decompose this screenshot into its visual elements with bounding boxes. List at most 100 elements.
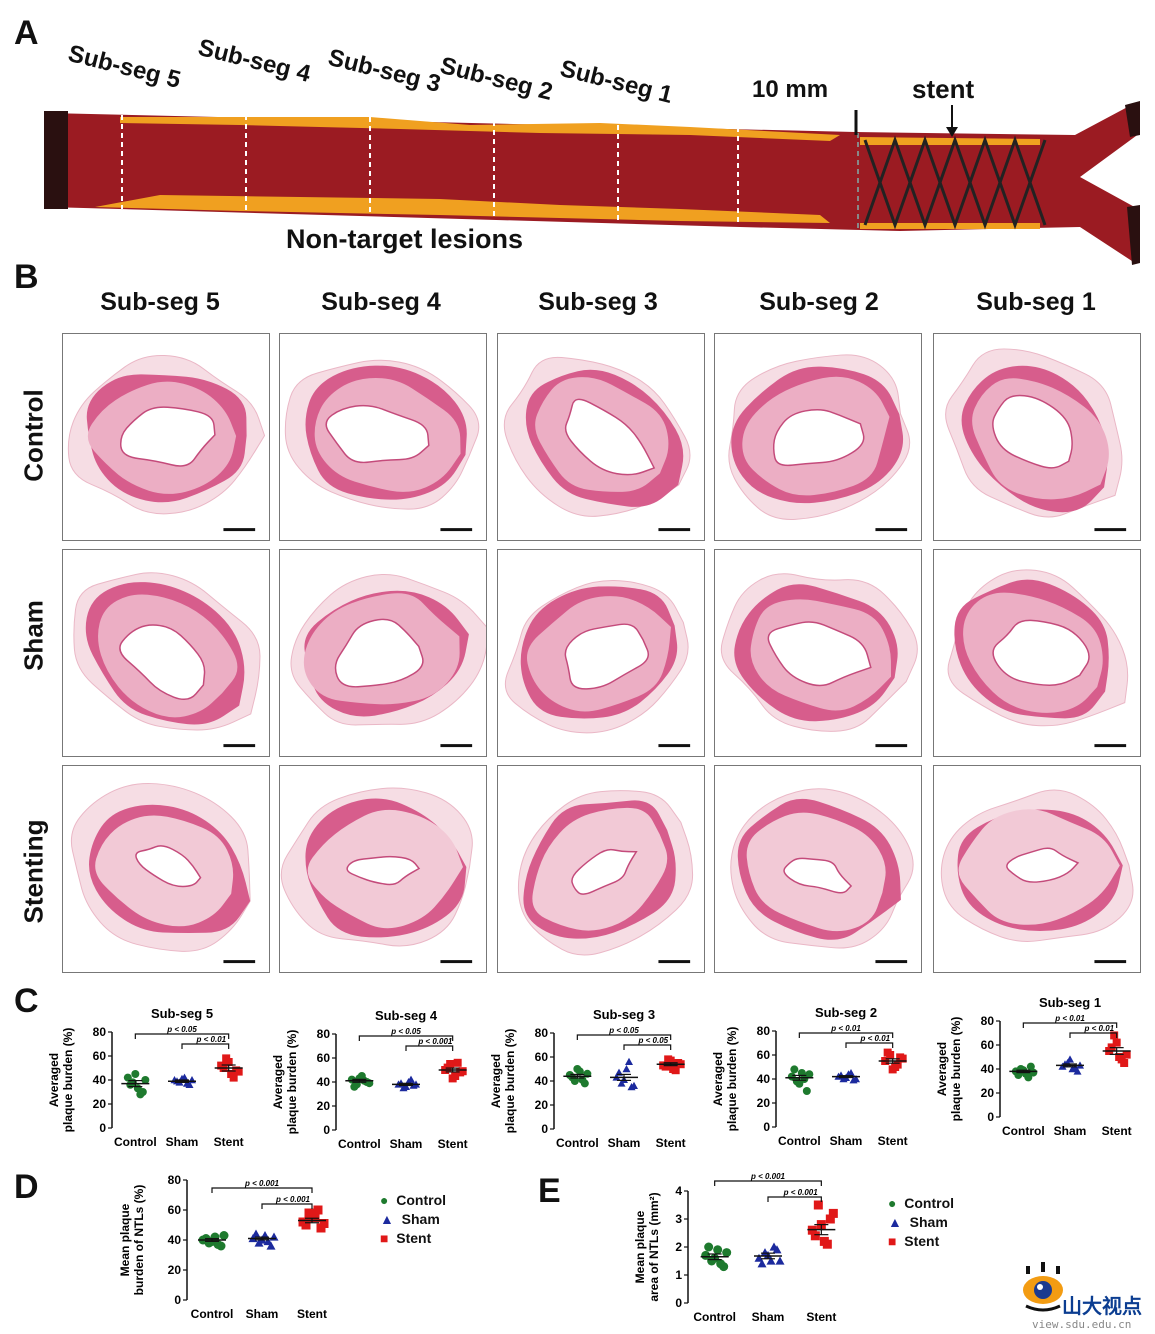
p-value-label: p < 0.001 [244, 1179, 280, 1188]
x-category-label: Sham [752, 1310, 785, 1324]
p-value-label: p < 0.05 [608, 1026, 639, 1035]
data-point-sham [1066, 1055, 1074, 1063]
mean-sem-sham [754, 1252, 782, 1260]
p-value-label: p < 0.001 [783, 1188, 819, 1197]
chart-title: Sub-seg 4 [375, 1008, 438, 1023]
y-axis-label: Averagedplaque burden (%) [711, 1027, 739, 1132]
significance-bracket-control-stent [576, 1034, 672, 1040]
data-point-sham [852, 1075, 860, 1083]
data-point-sham [269, 1232, 279, 1241]
histology-tile-stenting-subseg-5 [62, 765, 270, 973]
stent-label: stent [912, 74, 975, 104]
sdu-logo-icon [1020, 1262, 1066, 1312]
column-title-subseg-1: Sub-seg 1 [976, 288, 1096, 316]
mean-sem-control [785, 1074, 814, 1081]
data-point-stent [898, 1054, 907, 1063]
significance-bracket-sham-stent [767, 1196, 822, 1202]
mean-sem-control [700, 1253, 729, 1261]
y-axis-label: Averagedplaque burden (%) [47, 1028, 75, 1133]
data-point-control [141, 1076, 150, 1084]
x-category-label: Stent [1102, 1124, 1132, 1138]
data-point-sham [622, 1065, 631, 1073]
p-value-label: p < 0.01 [860, 1034, 891, 1043]
y-tick-label: 20 [168, 1263, 182, 1277]
data-point-stent [661, 1062, 670, 1071]
y-tick-label: 20 [93, 1097, 107, 1111]
histology-tile-control-subseg-4 [279, 333, 487, 541]
y-tick-label: 80 [981, 1014, 995, 1028]
data-point-control [126, 1080, 135, 1089]
y-tick-label: 0 [763, 1120, 770, 1134]
y-tick-label: 80 [535, 1026, 549, 1040]
data-point-stent [1112, 1038, 1121, 1047]
column-title-subseg-4: Sub-seg 4 [321, 288, 441, 316]
chart-title: Sub-seg 1 [1039, 995, 1101, 1010]
x-category-label: Stent [656, 1136, 686, 1150]
subseg-label-4: Sub-seg 4 [195, 34, 314, 88]
histology-tile-stenting-subseg-1 [933, 765, 1141, 973]
histology-tile-sham-subseg-4 [279, 549, 487, 757]
y-tick-label: 60 [757, 1048, 771, 1062]
length-label: 10 mm [752, 76, 829, 103]
significance-bracket-control-stent [358, 1035, 454, 1041]
chart-title: Sub-seg 2 [815, 1005, 877, 1020]
data-point-sham [407, 1075, 415, 1083]
chart-title: Sub-seg 5 [151, 1006, 213, 1021]
legend-d-sham: ▲ Sham [380, 1211, 440, 1227]
data-point-stent [301, 1220, 311, 1230]
significance-bracket-control-stent [798, 1032, 894, 1038]
data-point-control [722, 1248, 732, 1258]
mean-sem-stent [214, 1064, 243, 1072]
significance-bracket-control-stent [211, 1187, 313, 1193]
x-category-label: Sham [390, 1137, 423, 1151]
p-value-label: p < 0.001 [417, 1037, 453, 1046]
data-point-control [350, 1082, 359, 1091]
x-category-label: Stent [214, 1135, 244, 1149]
y-tick-label: 60 [168, 1203, 182, 1217]
row-title-control: Control [18, 389, 49, 482]
data-point-stent [224, 1058, 233, 1066]
histology-tile-sham-subseg-2 [714, 549, 922, 757]
data-point-sham [266, 1241, 276, 1250]
data-point-stent [307, 1211, 317, 1221]
mean-sem-sham [248, 1236, 276, 1241]
significance-bracket-sham-stent [261, 1203, 313, 1209]
data-point-sham [630, 1081, 638, 1089]
y-tick-label: 0 [987, 1110, 994, 1124]
data-point-control [787, 1072, 796, 1081]
y-tick-label: 0 [541, 1122, 548, 1136]
y-tick-label: 80 [93, 1025, 107, 1039]
y-tick-label: 2 [675, 1240, 682, 1254]
logo-text: 山大视点 [1062, 1294, 1142, 1318]
data-point-sham [183, 1079, 191, 1087]
p-value-label: p < 0.05 [166, 1025, 197, 1034]
x-category-label: Control [556, 1136, 599, 1150]
histology-tile-stenting-subseg-2 [714, 765, 922, 973]
y-tick-label: 20 [317, 1099, 331, 1113]
data-point-control [219, 1231, 229, 1240]
p-value-label: p < 0.001 [275, 1195, 311, 1204]
x-category-label: Sham [246, 1307, 279, 1321]
panel-a-letter: A [14, 14, 39, 52]
data-point-control [795, 1079, 804, 1088]
p-value-label: p < 0.01 [1054, 1014, 1085, 1023]
mean-sem-control [345, 1078, 374, 1083]
x-category-label: Stent [438, 1137, 468, 1151]
y-tick-label: 80 [168, 1173, 182, 1187]
data-point-control [1029, 1068, 1038, 1077]
y-axis-label: Mean plaquearea of NTLs (mm²) [633, 1192, 661, 1301]
data-point-control [123, 1073, 132, 1082]
mean-sem-stent [298, 1217, 326, 1224]
p-value-label: p < 0.01 [1084, 1024, 1115, 1033]
x-category-label: Control [114, 1135, 157, 1149]
logo-url: view.sdu.edu.cn [1032, 1318, 1132, 1331]
data-point-stent [458, 1067, 467, 1076]
panel-d-letter: D [14, 1168, 39, 1206]
data-point-stent [813, 1200, 823, 1210]
y-axis-label: Averagedplaque burden (%) [271, 1030, 299, 1135]
data-point-sham [402, 1082, 410, 1090]
data-point-stent [893, 1060, 902, 1069]
